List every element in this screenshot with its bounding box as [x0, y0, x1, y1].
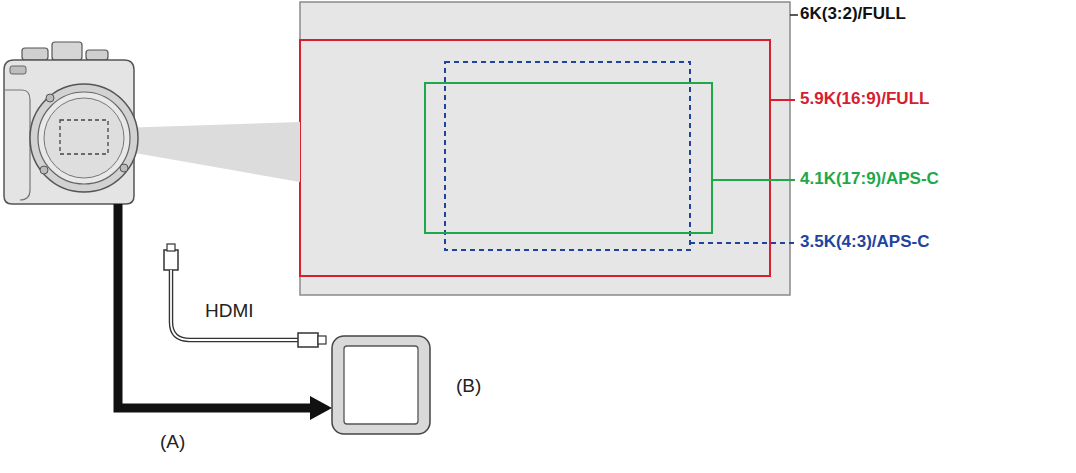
resolution-label: 5.9K(16:9)/FULL	[800, 90, 929, 109]
resolution-label: 3.5K(4:3)/APS-C	[800, 233, 929, 252]
sensor-59k-frame	[300, 40, 770, 276]
projection-wedge	[118, 122, 300, 182]
sensor-6k-frame	[300, 2, 790, 295]
external-monitor	[332, 336, 430, 434]
leader-line	[790, 14, 798, 16]
leader-line	[712, 179, 795, 181]
callout-label: (B)	[456, 376, 481, 397]
sensor-41k-frame	[425, 83, 712, 233]
camera	[4, 42, 138, 204]
callout-label: (A)	[160, 432, 185, 453]
cable-label: HDMI	[205, 301, 254, 322]
hdmi-cable	[164, 244, 326, 347]
arrow-head	[310, 396, 332, 420]
sensor-35k-frame	[445, 62, 690, 250]
leader-line	[770, 99, 795, 101]
resolution-label: 6K(3:2)/FULL	[800, 5, 906, 24]
resolution-label: 4.1K(17:9)/APS-C	[800, 170, 939, 189]
output-arrow	[118, 204, 312, 408]
leader-line	[690, 242, 795, 244]
